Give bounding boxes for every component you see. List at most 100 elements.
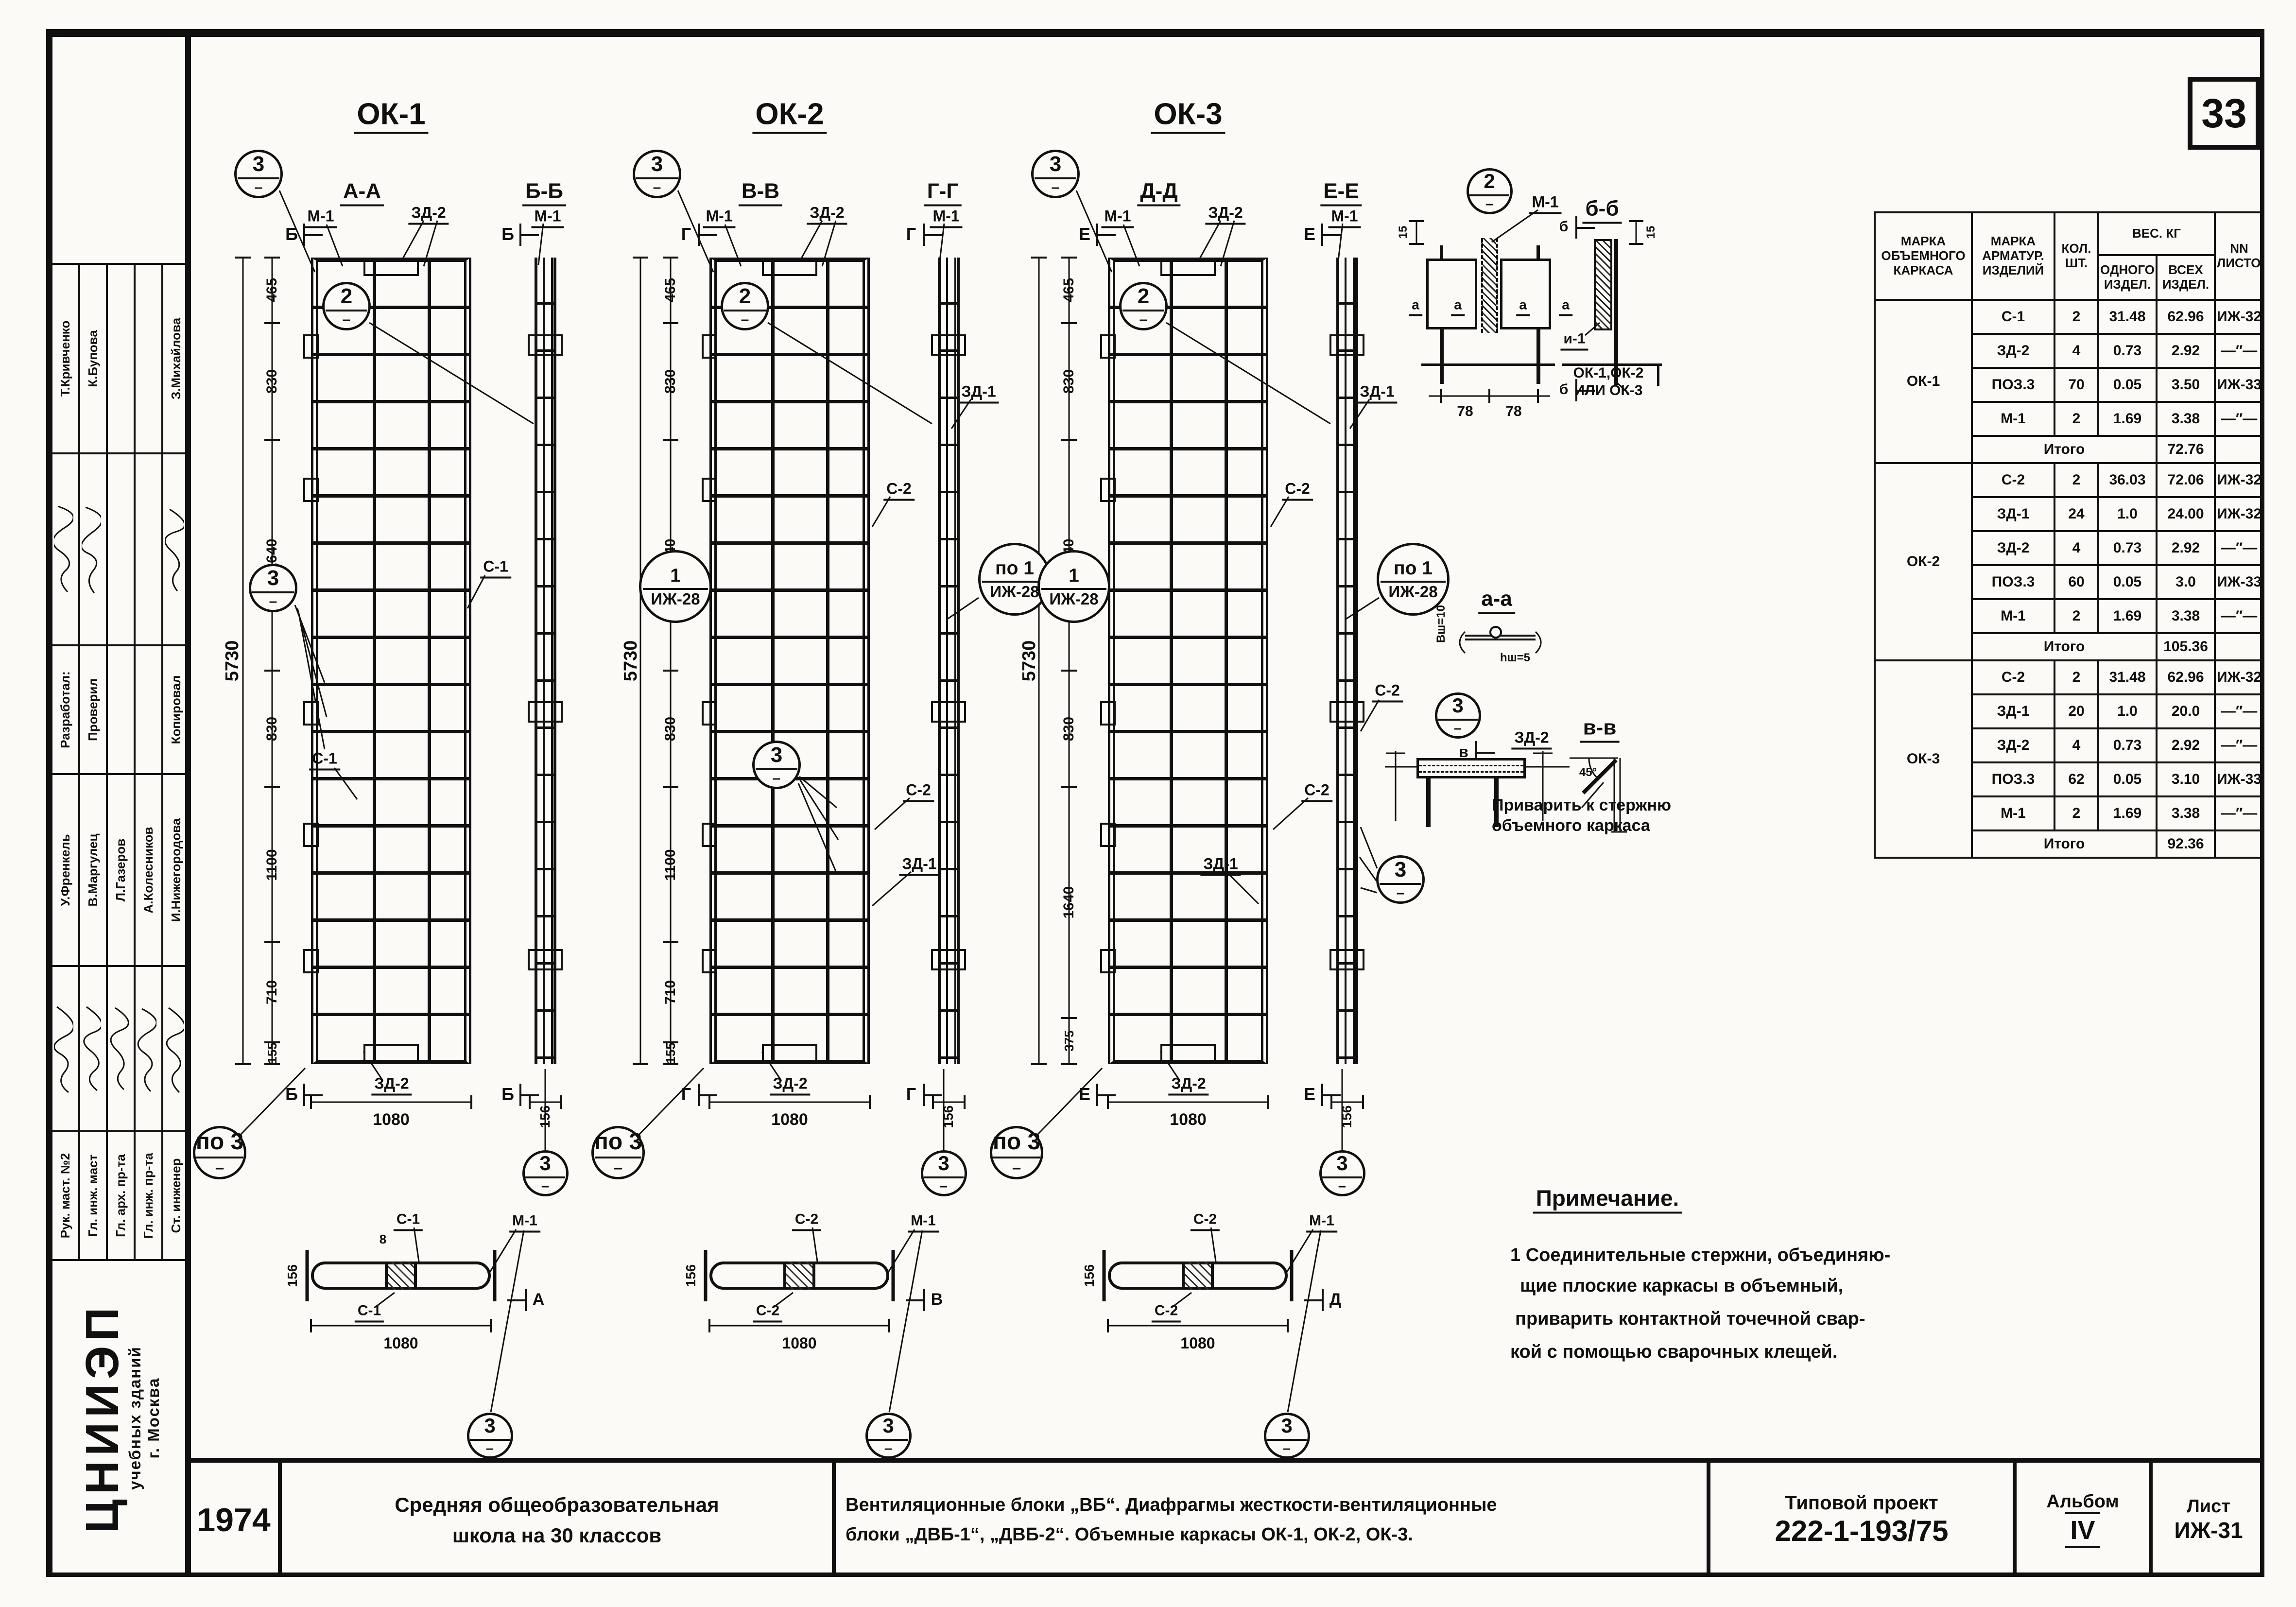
ok1-dim-155: 155 [265, 1042, 279, 1064]
d3-zd2-bar [1416, 758, 1526, 778]
spec-ok1-total-label: Итого [1971, 435, 2158, 464]
spec-cell: 0.73 [2097, 530, 2158, 566]
ok2-main-cage [709, 258, 870, 1064]
title-year-cell: 1974 [190, 1463, 282, 1577]
stamp-role2: Разработал: [52, 645, 79, 774]
title-album-label: Альбом [2046, 1491, 2119, 1512]
title-object-line2: школа на 30 классов [452, 1523, 662, 1547]
d2-side-bar [1594, 239, 1612, 330]
ok1-dim-156: 156 [537, 1105, 552, 1128]
spec-h-weight: ВЕС. КГ [2097, 211, 2216, 256]
callout-divider [1438, 718, 1478, 721]
spec-h-w-all: ВСЕХ ИЗДЕЛ. [2155, 254, 2216, 301]
ok1-zd2-bot: ЗД-2 [371, 1076, 412, 1096]
spec-cell: —″— [2214, 333, 2265, 369]
spec-cell: —″— [2214, 693, 2265, 729]
ok1-title: ОК-1 [354, 99, 429, 134]
spec-ok3-total-label: Итого [1971, 829, 2158, 859]
stamp-name2: Т.Кривченко [52, 264, 79, 453]
ok2-dim-465: 465 [662, 277, 678, 303]
callout-bottom: ИЖ-28 [1049, 589, 1099, 608]
aa-dim-h: hш=5 [1500, 651, 1531, 664]
spec-cell: 2.92 [2155, 530, 2216, 566]
ok1-plan-s1-top: С-1 [393, 1212, 423, 1231]
callout-divider [196, 1156, 243, 1158]
callout-bottom: – [772, 770, 781, 787]
ok1-main-cage [311, 258, 471, 1064]
callout-top: 3 [651, 152, 663, 176]
spec-cell: 1.69 [2097, 401, 2158, 437]
ok3-plan-core [1182, 1261, 1214, 1290]
callout-top: 3 [1336, 1152, 1348, 1175]
ok3-title: ОК-3 [1151, 99, 1226, 134]
vv-diagonal [1582, 759, 1618, 795]
ok3-marker-e-br: Е [1303, 1084, 1316, 1104]
callout-bottom: – [1338, 1178, 1347, 1194]
d3-post-left [1426, 778, 1431, 827]
ok1-callout-3-plan: 3– [466, 1412, 513, 1459]
callout-divider [1379, 883, 1422, 885]
leaders-ok3 [1036, 190, 1380, 1413]
title-content-cell: Вентиляционные блоки „ВБ“. Диафрагмы жес… [836, 1463, 1710, 1577]
ok2-plan-s2-top: С-2 [792, 1212, 822, 1231]
ok2-dim-156: 156 [941, 1105, 956, 1128]
ok3-zd2-bot: ЗД-2 [1168, 1076, 1209, 1096]
spec-cell: —″— [2214, 598, 2265, 634]
spec-cell: ПОЗ.3 [1971, 367, 2055, 403]
title-sheet-cell: Лист ИЖ-31 [2153, 1463, 2264, 1577]
callout-top: по 3 [195, 1129, 244, 1155]
ok3-marker-e-bl: Е [1078, 1084, 1091, 1104]
ok3-dim-156: 156 [1339, 1105, 1354, 1128]
d3-zd2: ЗД-2 [1511, 730, 1552, 750]
signature [107, 966, 135, 1131]
title-series-cell: Типовой проект 222-1-193/75 [1710, 1463, 2017, 1577]
d2-side-foot [1657, 363, 1659, 386]
callout-bottom: – [254, 179, 263, 196]
dimension-ticks [235, 220, 1643, 1332]
spec-h-mark-frame: МАРКА ОБЪЕМНОГО КАРКАСА [1874, 211, 1973, 301]
spec-cell: 62.96 [2155, 659, 2216, 695]
callout-bottom: – [1051, 179, 1060, 196]
spec-ok3-total: 92.36 [2155, 829, 2216, 859]
spec-cell: 62.96 [2155, 299, 2216, 335]
ok3-callout-3-side: 3– [1319, 1150, 1365, 1196]
d3-hidden-line1 [1419, 765, 1523, 766]
page-number-box: 33 [2188, 77, 2261, 150]
d3-callout-3: 3– [1434, 692, 1481, 739]
callout-divider [252, 591, 294, 594]
spec-cell: 2.92 [2155, 333, 2216, 369]
title-sheet-label: Лист [2187, 1496, 2230, 1517]
ok2-m1-left: М-1 [703, 208, 736, 228]
callout-bottom: – [1485, 196, 1494, 212]
spec-cell: 20 [2054, 693, 2099, 729]
ok2-dim-830b: 830 [662, 716, 678, 742]
ok2-dim-155: 155 [663, 1042, 678, 1064]
ok2-m1-right: М-1 [930, 208, 963, 228]
stamp-role: Гл. инж. пр-та [135, 1131, 162, 1260]
ok3-dim-830b: 830 [1061, 716, 1077, 742]
d2-dim78-right: 78 [1505, 403, 1522, 419]
spec-cell: 4 [2054, 530, 2099, 566]
aa-weld-bump [1489, 626, 1502, 639]
ok3-marker-e-tl: Е [1078, 224, 1091, 244]
ok2-dim-1100: 1100 [662, 849, 678, 881]
spec-cell: 0.73 [2097, 333, 2158, 369]
spec-cell: ИЖ-33 [2214, 564, 2265, 600]
callout-divider [755, 768, 798, 771]
stamp-empty-cell [52, 36, 190, 264]
spec-cell: М-1 [1971, 795, 2055, 831]
vv-angle-arc [1588, 758, 1598, 778]
d3-note1: Приварить к стержню [1492, 796, 1672, 814]
d2-marker-a1: а [1409, 298, 1422, 316]
ok3-marker-e-tr: Е [1303, 224, 1316, 244]
org-line3: г. Москва [144, 1377, 162, 1459]
callout-divider [237, 177, 280, 180]
spec-cell: 4 [2054, 333, 2099, 369]
spec-cell: 3.0 [2155, 564, 2216, 600]
spec-cell: ИЖ-32 [2214, 299, 2265, 335]
callout-top: 2 [1484, 170, 1495, 193]
ok3-plan-s2-low: С-2 [1151, 1303, 1181, 1323]
spec-cell: —″— [2214, 401, 2265, 437]
stamp-role: Ст. инженер [162, 1131, 190, 1260]
